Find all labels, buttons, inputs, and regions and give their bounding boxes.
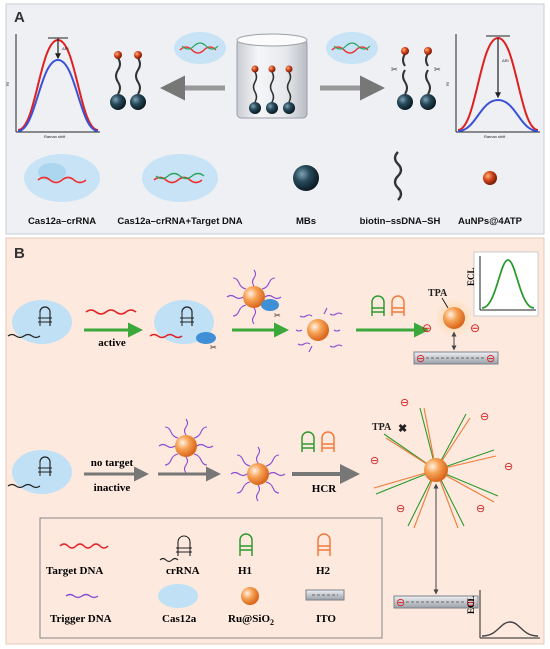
right-delta-label: ΔRI: [502, 58, 509, 63]
legend-label: Cas12a–crRNA: [28, 216, 96, 227]
legend-aunp-icon: [483, 171, 497, 185]
legend-crrna: crRNA: [166, 565, 200, 577]
left-blue-curve: [17, 58, 99, 132]
minus-icon: ⊖: [400, 397, 409, 409]
minus-icon: ⊖: [504, 461, 513, 473]
legend-h2-icon: [317, 533, 331, 556]
minus-icon: ⊖: [396, 503, 405, 515]
ru-sio2-with-trigger-middle: [158, 418, 214, 474]
legend-trigger-dna: Trigger DNA: [50, 613, 112, 625]
legend-target-dna-icon: [59, 543, 109, 549]
ecl-top-label: ECL: [466, 267, 476, 286]
legend-box: [39, 517, 383, 639]
cas12a-crrna-bottom: [7, 450, 72, 494]
ru-sio2-with-trigger-right: [230, 446, 286, 502]
scissors-icon: ✂: [391, 65, 398, 74]
minus-icon: ⊖: [416, 353, 425, 365]
legend-h1: H1: [238, 565, 252, 577]
hairpins-top: [371, 295, 405, 316]
legend-h1-icon: [239, 533, 253, 556]
scissors-icon: ✂: [274, 311, 281, 320]
label-active: active: [98, 337, 126, 349]
legend-cas12a-target-icon: [142, 154, 218, 202]
ecl-bottom-label: ECL: [466, 595, 476, 614]
legend-cas12a-icon: [158, 584, 198, 608]
legend-crrna-icon: [159, 535, 192, 563]
probes-left: [110, 51, 146, 110]
probes-right: ✂ ✂: [391, 47, 441, 110]
minus-icon: ⊖: [486, 353, 495, 365]
legend-ito: ITO: [316, 613, 336, 625]
legend-ito-icon: [305, 589, 345, 601]
left-plot-x-label: Raman shift: [44, 134, 66, 139]
raman-plot-right: RI Raman shift ΔRI: [445, 34, 540, 139]
cas12a-crrna-top: [7, 300, 72, 344]
legend-label: biotin–ssDNA–SH: [360, 216, 441, 227]
legend-ssdna-icon: [393, 151, 403, 201]
label-hcr: HCR: [312, 483, 338, 495]
legend-target-dna: Target DNA: [46, 565, 103, 577]
left-plot-y-label: RI: [5, 82, 10, 86]
minus-icon: ⊖: [396, 597, 405, 609]
hairpins-bottom: [301, 431, 335, 452]
right-plot-y-label: RI: [445, 82, 450, 86]
cas12a-target-complex-top-left: [174, 32, 226, 64]
ecl-top-curve: [481, 259, 535, 309]
left-delta-label: ΔRI: [62, 46, 69, 51]
label-tpa-bottom: TPA: [372, 422, 392, 433]
label-inactive: inactive: [94, 482, 131, 494]
legend-cas12a: Cas12a: [162, 613, 197, 625]
cas12a-target-complex-top-right: [326, 32, 378, 64]
minus-icon: ⊖: [370, 455, 379, 467]
right-blue-curve: [457, 98, 539, 132]
ito-electrode-top: ⊖ ⊖: [413, 351, 499, 365]
ecl-plot-bottom: ECL: [466, 590, 540, 639]
scissors-icon: ✂: [434, 65, 441, 74]
legend-h2: H2: [316, 565, 331, 577]
panel-a-label: A: [14, 9, 25, 26]
scissors-icon: ✂: [210, 343, 217, 352]
panel-b-legend: Target DNA crRNA H1 H2 Trigger DNA Cas12…: [39, 517, 383, 639]
right-plot-x-label: Raman shift: [484, 134, 506, 139]
legend-cas12a-crrna-icon: [24, 154, 100, 202]
ru-sio2-fragments-top: [295, 307, 343, 353]
ecl-plot-top: ECL: [466, 251, 539, 317]
cas12a-activated: ✂: [149, 300, 217, 352]
legend-label: MBs: [296, 216, 316, 227]
hcr-product: [373, 407, 499, 529]
panel-a-legend: Cas12a–crRNA Cas12a–crRNA+Target DNA MBs…: [24, 151, 523, 227]
minus-icon: ⊖: [476, 503, 485, 515]
beaker: [236, 33, 308, 119]
ito-electrode-bottom: ⊖ ⊖: [393, 595, 479, 609]
label-no-target: no target: [91, 457, 134, 469]
ru-sio2-with-trigger-top: ✂: [226, 269, 282, 325]
ecl-bottom-curve: [481, 621, 539, 637]
label-tpa-top: TPA: [428, 288, 448, 299]
legend-label: AuNPs@4ATP: [458, 216, 523, 227]
panel-b-label: B: [14, 245, 25, 262]
legend-label: Cas12a–crRNA+Target DNA: [117, 216, 242, 227]
minus-icon: ⊖: [480, 411, 489, 423]
minus-icon: ⊖: [466, 597, 475, 609]
legend-ru-sio2: Ru@SiO2: [228, 613, 274, 627]
legend-trigger-dna-icon: [65, 593, 99, 599]
tpa-pointer: [441, 297, 449, 309]
raman-plot-left: RI Raman shift ΔRI: [5, 34, 100, 139]
minus-icon: ⊖: [422, 321, 432, 335]
cross-icon: ✖: [398, 423, 407, 435]
ru-sio2-glowing: [443, 307, 465, 329]
legend-ru-sio2-icon: [241, 587, 259, 605]
legend-mb-icon: [293, 165, 319, 191]
minus-icon: ⊖: [470, 321, 480, 335]
target-dna-wave: [85, 309, 137, 315]
